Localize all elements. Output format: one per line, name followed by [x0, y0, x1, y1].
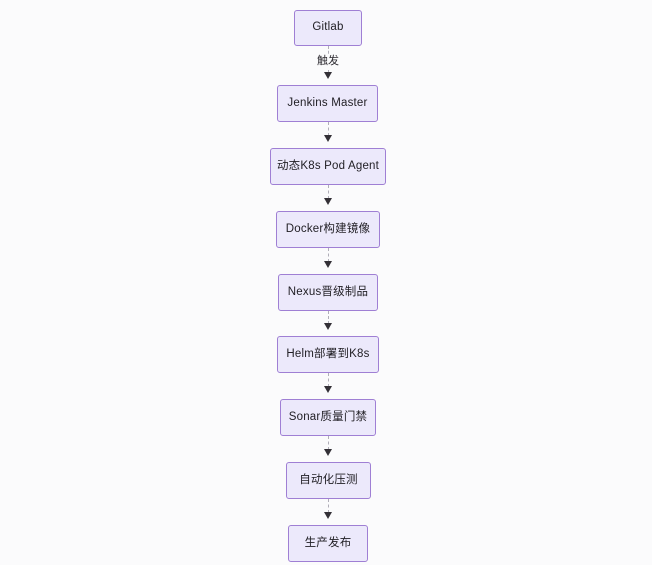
arrow-head-icon [324, 512, 332, 519]
arrow-head-icon [324, 135, 332, 142]
edge-jenkins-to-k8sagent [328, 122, 329, 136]
node-k8sagent[interactable]: 动态K8s Pod Agent [270, 148, 386, 185]
node-sonar[interactable]: Sonar质量门禁 [280, 399, 376, 436]
arrow-head-icon [324, 323, 332, 330]
edge-docker-to-nexus [328, 248, 329, 262]
edge-helm-to-sonar [328, 373, 329, 387]
arrow-head-icon [324, 449, 332, 456]
node-gitlab[interactable]: Gitlab [294, 10, 362, 46]
edge-stress-to-release [328, 499, 329, 513]
arrow-head-icon [324, 198, 332, 205]
node-docker[interactable]: Docker构建镜像 [276, 211, 380, 248]
node-release[interactable]: 生产发布 [288, 525, 368, 562]
arrow-head-icon [324, 72, 332, 79]
edge-label-gitlab-to-jenkins: 触发 [314, 54, 342, 70]
node-nexus[interactable]: Nexus晋级制品 [278, 274, 378, 311]
node-stress[interactable]: 自动化压测 [286, 462, 371, 499]
node-jenkins[interactable]: Jenkins Master [277, 85, 378, 122]
node-helm[interactable]: Helm部署到K8s [277, 336, 379, 373]
arrow-head-icon [324, 386, 332, 393]
edge-k8sagent-to-docker [328, 185, 329, 199]
edge-sonar-to-stress [328, 436, 329, 450]
arrow-head-icon [324, 261, 332, 268]
edge-nexus-to-helm [328, 311, 329, 324]
